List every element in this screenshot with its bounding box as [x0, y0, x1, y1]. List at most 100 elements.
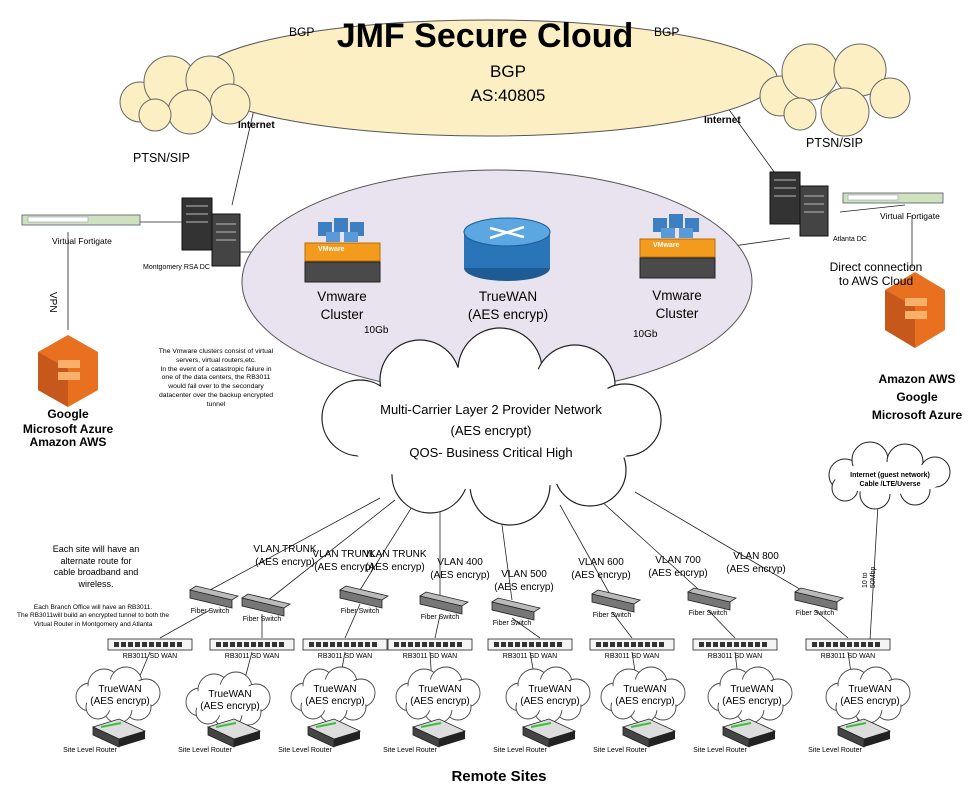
cloud-provider-west-google: Google	[47, 407, 89, 421]
site-encryption-label-2: (AES encryp)	[305, 696, 365, 707]
fiber-switch-icon-0	[189, 585, 239, 609]
site-router-icon-3	[411, 718, 467, 748]
vlan-name-6: VLAN 700	[655, 555, 701, 566]
truewan-site-cloud-3	[395, 666, 481, 724]
provider-network-line1: Multi-Carrier Layer 2 Provider Network	[380, 402, 602, 417]
truewan-site-cloud-5	[600, 666, 686, 724]
fiber-switch-label-5: Fiber Switch	[592, 612, 632, 619]
site-router-label-6: Site Level Router	[693, 747, 747, 754]
truewan-site-cloud-2	[290, 666, 376, 724]
truewan-site-cloud-6	[707, 666, 793, 724]
vlan-encryption-4: (AES encryp)	[494, 582, 554, 593]
provider-network-line2: (AES encrypt)	[450, 423, 532, 438]
direct-connection-line2: to AWS Cloud	[838, 274, 914, 288]
dc-label-atlanta: Atlanta DC	[833, 236, 867, 243]
rb3011-label-0: RB3011 SD WAN	[122, 653, 178, 660]
vmware-cluster-icon-right	[639, 214, 716, 279]
provider-network-line3: QOS- Business Critical High	[409, 445, 573, 460]
rb3011-label-2: RB3011 SD WAN	[317, 653, 373, 660]
fiber-switch-label-1: Fiber Switch	[242, 616, 282, 623]
server-rack-icon-montgomery	[181, 197, 241, 267]
branch-note-line: Each Branch Office will have an RB3011.	[33, 604, 153, 611]
cloud-asn: AS:40805	[470, 86, 546, 105]
ptsn-cloud-east	[759, 43, 911, 137]
cluster-note-line: would fail over to the secondary	[168, 383, 264, 391]
remote-sites-title: Remote Sites	[451, 768, 547, 785]
site-router-icon-4	[521, 718, 577, 748]
cloud-provider-east-google: Google	[896, 390, 938, 404]
site-encryption-label-0: (AES encryp)	[90, 696, 150, 707]
cluster-note-line: The Vmware clusters consist of virtual	[158, 348, 274, 355]
site-router-icon-2	[306, 718, 362, 748]
vlan-name-3: VLAN 400	[437, 557, 483, 568]
guest-speed-label: 10 to 50Mbp	[862, 567, 879, 588]
branch-note-line: The RB3011will build an encrypted tunnel…	[16, 612, 169, 620]
rb3011-device-icon-3	[387, 638, 473, 651]
vlan-encryption-6: (AES encryp)	[648, 568, 708, 579]
site-router-icon-1	[206, 718, 262, 748]
aws-cloud-icon-west	[38, 335, 98, 407]
direct-connection-line1: Direct connection	[829, 260, 923, 274]
cloud-protocol: BGP	[490, 62, 526, 81]
fiber-switch-icon-5	[591, 589, 641, 613]
fiber-switch-icon-7	[794, 587, 844, 611]
branch-office-note: Each Branch Office will have an RB3011.T…	[0, 604, 186, 629]
cloud-title: JMF Secure Cloud	[336, 17, 634, 55]
site-router-label-4: Site Level Router	[493, 747, 547, 754]
truewan-site-cloud-1	[185, 671, 271, 729]
site-router-icon-6	[721, 718, 777, 748]
rb3011-device-icon-2	[302, 638, 388, 651]
fiber-switch-label-3: Fiber Switch	[420, 614, 460, 621]
site-encryption-label-7: (AES encryp)	[840, 696, 900, 707]
site-encryption-label-5: (AES encryp)	[615, 696, 675, 707]
branch-note-line: Virtual Router in Montgomery and Atlanta	[33, 620, 153, 628]
bgp-label-east: BGP	[654, 25, 680, 39]
vlan-encryption-3: (AES encryp)	[430, 570, 490, 581]
fiber-switch-label-2: Fiber Switch	[340, 608, 380, 615]
vlan-name-7: VLAN 800	[733, 551, 779, 562]
site-truewan-label-2: TrueWAN	[313, 684, 357, 695]
fiber-switch-label-6: Fiber Switch	[688, 610, 728, 617]
site-router-label-7: Site Level Router	[808, 747, 862, 754]
truewan-core-encryption: (AES encryp)	[467, 307, 549, 322]
site-encryption-label-3: (AES encryp)	[410, 696, 470, 707]
site-truewan-label-0: TrueWAN	[98, 684, 142, 695]
fiber-switch-icon-3	[419, 591, 469, 615]
rb3011-label-1: RB3011 SD WAN	[224, 653, 280, 660]
site-truewan-label-3: TrueWAN	[418, 684, 462, 695]
cluster-note-line: In the event of a catastropic failure in	[160, 365, 272, 373]
site-router-label-0: Site Level Router	[63, 747, 117, 754]
fortigate-device-west	[21, 214, 141, 226]
guest-network-line2: Cable /LTE/Uverse	[859, 481, 921, 488]
vlan-encryption-7: (AES encryp)	[726, 564, 786, 575]
rb3011-device-icon-5	[589, 638, 675, 651]
fiber-switch-icon-6	[687, 587, 737, 611]
vlan-name-0: VLAN TRUNK	[253, 544, 317, 555]
fiber-switch-label-0: Fiber Switch	[190, 608, 230, 615]
internet-label-west: Internet	[238, 120, 275, 131]
site-router-label-5: Site Level Router	[593, 747, 647, 754]
site-encryption-label-1: (AES encryp)	[200, 701, 260, 712]
vlan-encryption-2: (AES encryp)	[365, 562, 425, 573]
rb3011-device-icon-4	[487, 638, 573, 651]
vpn-label: VPN	[47, 292, 58, 313]
vmware-cluster-right-line1: Vmware	[652, 288, 702, 303]
rb3011-label-7: RB3011 SD WAN	[820, 653, 876, 660]
vmware-logo-left: VMware	[318, 246, 345, 253]
rb3011-device-icon-7	[805, 638, 891, 651]
site-router-label-1: Site Level Router	[178, 747, 232, 754]
vmware-cluster-left-line2: Cluster	[320, 307, 364, 322]
fortigate-device-east	[842, 192, 944, 204]
ptsn-label-west: PTSN/SIP	[133, 151, 190, 165]
rb3011-label-6: RB3011 SD WAN	[707, 653, 763, 660]
site-truewan-label-1: TrueWAN	[208, 689, 252, 700]
site-truewan-label-7: TrueWAN	[848, 684, 892, 695]
vlan-name-1: VLAN TRUNK	[312, 549, 376, 560]
provider-cloud-fill	[342, 366, 642, 490]
alternate-route-line: cable broadband and	[53, 567, 139, 578]
site-router-label-2: Site Level Router	[278, 747, 332, 754]
truewan-core-router-icon	[463, 217, 551, 281]
